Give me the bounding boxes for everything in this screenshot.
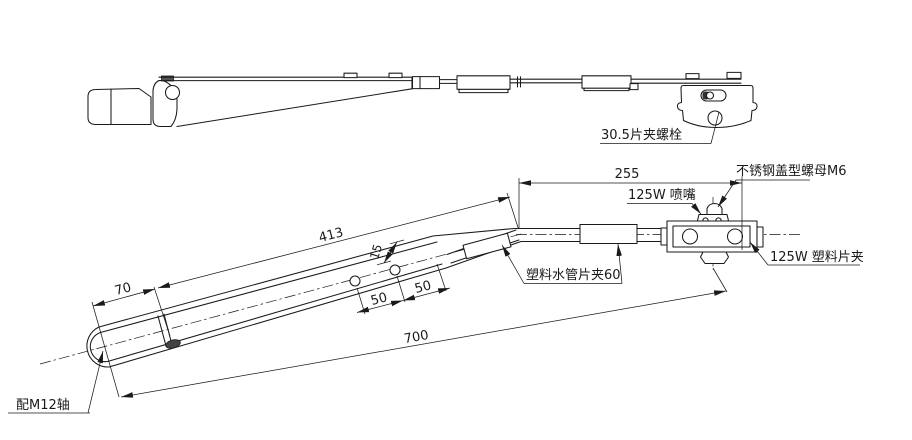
block-hole bbox=[726, 228, 744, 245]
dim-15-text: 15 bbox=[367, 242, 385, 261]
nozzle-label: 125W 喷嘴 bbox=[628, 188, 696, 203]
block-step-right bbox=[756, 226, 764, 248]
slot-hole bbox=[705, 91, 715, 100]
nozzle-callout: 125W 喷嘴 bbox=[627, 188, 702, 215]
end-block bbox=[660, 202, 764, 265]
pipe-clamp-block bbox=[581, 75, 632, 89]
blade-bolt-label: 30.5片夹螺栓 bbox=[601, 128, 682, 143]
blade-clip-callout: 125W 塑料片夹 bbox=[749, 241, 864, 266]
top-view: 30.5片夹螺栓 bbox=[87, 71, 758, 144]
pipe-clamp-sleeve bbox=[579, 223, 638, 245]
blade-clip-label: 125W 塑料片夹 bbox=[770, 250, 864, 265]
dim-413-text: 413 bbox=[317, 225, 345, 246]
dim-15: 15 bbox=[367, 239, 405, 266]
dim-50b-text: 50 bbox=[413, 278, 433, 297]
arm-hole bbox=[389, 264, 401, 276]
pivot-hole bbox=[164, 84, 181, 101]
dim-700: 700 bbox=[120, 267, 728, 398]
blade-bolt-callout: 30.5片夹螺栓 bbox=[600, 111, 720, 144]
clip-tab bbox=[685, 73, 700, 80]
shaft-label: 配M12轴 bbox=[16, 398, 70, 413]
pivot-head bbox=[86, 326, 110, 368]
rod-connector bbox=[629, 83, 639, 91]
clip-tab bbox=[343, 72, 358, 79]
dim-50a-text: 50 bbox=[369, 290, 389, 309]
dim-50-chain: 50 50 bbox=[356, 263, 451, 315]
pipe-clamp-block bbox=[456, 75, 511, 90]
block-step-left bbox=[660, 227, 668, 246]
cap-nut-callout: 不锈钢盖型螺母M6 bbox=[717, 164, 847, 208]
dim-70: 70 bbox=[91, 280, 171, 398]
block-hole bbox=[681, 228, 699, 245]
blade-bolt-hole bbox=[707, 110, 723, 126]
blade-clamp bbox=[676, 84, 758, 129]
pipe-clip-callout: 塑料水管片夹60 bbox=[501, 243, 623, 284]
arm-extension-rod bbox=[411, 71, 742, 94]
cap-nut-label: 不锈钢盖型螺母M6 bbox=[736, 164, 847, 179]
pipe-clip-label: 塑料水管片夹60 bbox=[526, 268, 621, 283]
dim-413: 413 bbox=[157, 192, 519, 289]
collar-spring-end bbox=[165, 339, 181, 349]
clip-tab bbox=[726, 71, 742, 79]
cap-nut bbox=[706, 202, 723, 216]
dim-255-text: 255 bbox=[615, 167, 640, 182]
pipe-clamp-sleeve bbox=[462, 232, 512, 260]
arm-hole bbox=[349, 275, 361, 287]
dim-700-text: 700 bbox=[403, 328, 430, 347]
junction-block bbox=[411, 76, 441, 90]
clip-tab bbox=[388, 72, 403, 79]
wiper-head-cap bbox=[87, 87, 152, 126]
shaft-callout: 配M12轴 bbox=[8, 350, 104, 414]
bottom-view: 255 413 70 50 50 15 bbox=[8, 164, 864, 414]
arm-channel bbox=[158, 72, 413, 128]
arm-collar bbox=[157, 313, 181, 349]
dim-255: 255 bbox=[518, 167, 743, 250]
hex-nut bbox=[699, 251, 730, 265]
